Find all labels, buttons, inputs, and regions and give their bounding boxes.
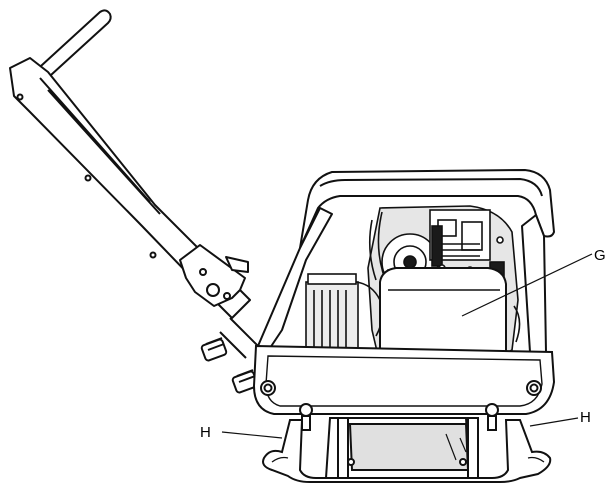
handle-link: [219, 317, 259, 359]
callout-label-g: G: [594, 247, 606, 264]
exciter-shade: [348, 423, 470, 471]
handle-clip: [225, 256, 249, 273]
handle-hole: [16, 93, 24, 101]
engine-head-grill: [440, 243, 480, 257]
base-frame-assembly: [252, 344, 556, 483]
callout-label-h-right: H: [580, 409, 591, 426]
isolator-stem: [487, 415, 497, 431]
handle-assembly: [9, 9, 259, 394]
base-plate-inner: [271, 456, 545, 463]
base-mount-bolt-inner: [263, 383, 273, 393]
handle-pivot-bolt: [206, 283, 220, 297]
engine-head-detail: [461, 221, 483, 251]
frame-rear-post: [521, 214, 547, 353]
callout-leader-h-left: [221, 431, 283, 439]
callouts: G H H: [200, 247, 606, 441]
handle-grip: [29, 9, 112, 86]
engine-hose: [368, 211, 521, 343]
exciter-hatch: [445, 433, 467, 461]
isolator-stem: [301, 415, 311, 431]
handle-hole: [84, 174, 92, 182]
base-plate: [262, 419, 552, 483]
base-post-bolt: [347, 458, 355, 466]
callout-leader-g: [461, 253, 593, 317]
handle-arm-inner-rail: [39, 77, 161, 215]
engine-bolt: [496, 236, 504, 244]
base-post: [337, 417, 349, 479]
battery-top: [307, 273, 357, 285]
hood-inner-lip: [319, 178, 543, 197]
handle-bolt: [199, 268, 207, 276]
battery-ribs: [313, 290, 347, 352]
handle-damper: [200, 337, 228, 362]
base-housing: [252, 344, 556, 415]
handle-bolt: [223, 292, 231, 300]
base-post-bolt: [459, 458, 467, 466]
callout-label-h-left: H: [200, 424, 211, 441]
engine-pulley-hub: [403, 255, 417, 269]
handle-lower-bracket: [179, 244, 246, 307]
isolator-bolt: [485, 403, 499, 417]
base-post: [467, 417, 479, 479]
handle-hole: [149, 251, 157, 259]
isolator-bolt: [299, 403, 313, 417]
engine-dark-block: [431, 225, 443, 267]
hood-cover: [299, 169, 555, 249]
frame-assembly: [257, 169, 555, 353]
base-mount-bolt-inner: [529, 383, 539, 393]
callout-leader-h-right: [529, 417, 579, 427]
